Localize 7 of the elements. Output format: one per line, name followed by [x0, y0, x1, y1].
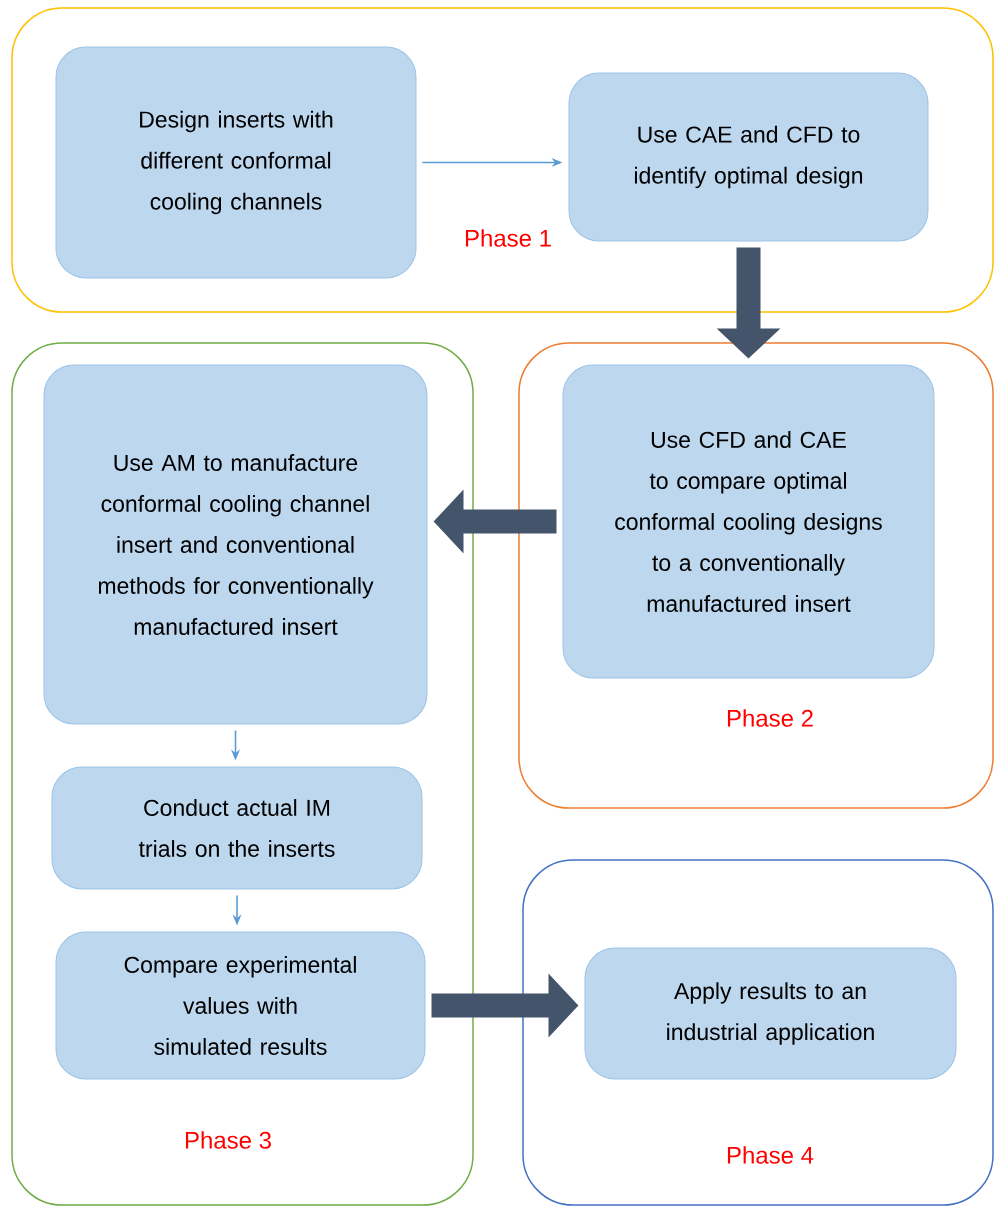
process-box: Use CFD and CAE to compare optimal conformal cooling designs to a conventionally manufactured insert	[562, 364, 935, 679]
process-box: Use AM to manufacture conformal cooling channel insert and conventional methods for conventionally manufactured insert	[43, 364, 428, 725]
process-box: Compare experimental values with simulated results	[55, 931, 426, 1080]
process-box: Use CAE and CFD to identify optimal design	[568, 72, 929, 242]
process-box: Apply results to an industrial application	[584, 947, 957, 1080]
process-box: Design inserts with different conformal cooling channels	[55, 46, 417, 279]
process-box: Conduct actual IM trials on the inserts	[51, 766, 423, 890]
